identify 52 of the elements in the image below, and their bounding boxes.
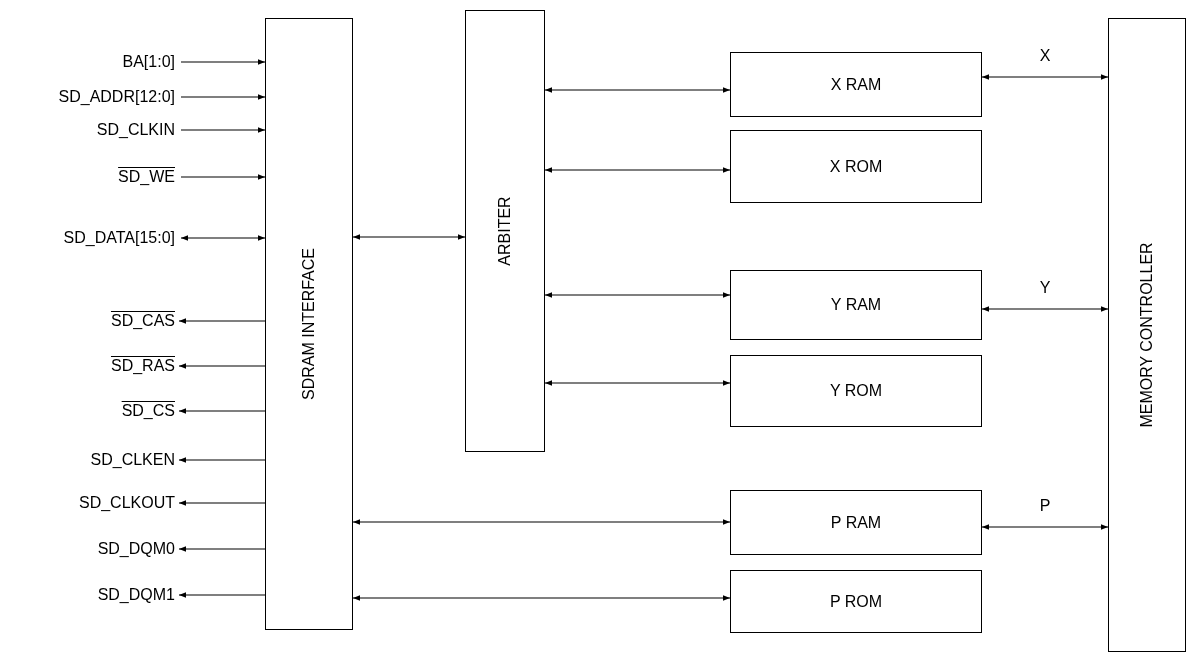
- signal-label: SD_CLKEN: [0, 450, 175, 470]
- signal-label: SD_DATA[15:0]: [0, 228, 175, 248]
- signal-label: SD_CLKIN: [0, 120, 175, 140]
- block-label: ARBITER: [496, 196, 514, 266]
- connector-arrow: [178, 500, 266, 506]
- connector-arrow: [178, 546, 266, 552]
- signal-label: SD_CAS: [0, 311, 175, 331]
- signal-label: SD_CS: [0, 401, 175, 421]
- block-label: P RAM: [830, 513, 882, 532]
- connector-arrow: [352, 234, 466, 240]
- block-box: [730, 270, 982, 340]
- block-box: [730, 52, 982, 117]
- connector-arrow: [178, 318, 266, 324]
- signal-label: BA[1:0]: [0, 52, 175, 72]
- connector-arrow: [178, 408, 266, 414]
- block-label: X RAM: [830, 75, 882, 94]
- connector-arrow: [352, 595, 731, 601]
- connector-arrow: [180, 174, 266, 180]
- connector-arrow: [178, 592, 266, 598]
- signal-label: SD_RAS: [0, 356, 175, 376]
- signal-label: SD_DQM1: [0, 585, 175, 605]
- signal-label: SD_CLKOUT: [0, 493, 175, 513]
- connector-arrow: [178, 363, 266, 369]
- connector-arrow: [981, 74, 1109, 80]
- block-box: [265, 18, 353, 630]
- block-label: X ROM: [829, 157, 883, 176]
- block-label: Y RAM: [830, 296, 882, 314]
- block-box: [1108, 18, 1186, 652]
- connector-arrow: [180, 59, 266, 65]
- block-label: SDRAM INTERFACE: [300, 248, 318, 400]
- block-box: [730, 490, 982, 555]
- connector-arrow: [981, 306, 1109, 312]
- block-label: P ROM: [829, 592, 883, 611]
- block-box: [465, 10, 545, 452]
- signal-label: SD_DQM0: [0, 539, 175, 559]
- connector-arrow: [544, 292, 731, 298]
- block-label: Y ROM: [829, 382, 883, 400]
- block-box: [730, 355, 982, 427]
- connector-arrow: [180, 94, 266, 100]
- connector-arrow: [981, 524, 1109, 530]
- signal-label: SD_ADDR[12:0]: [0, 87, 175, 107]
- block-box: [730, 130, 982, 203]
- connector-arrow: [544, 87, 731, 93]
- connector-arrow: [544, 167, 731, 173]
- connector-arrow: [178, 457, 266, 463]
- connector-arrow: [544, 380, 731, 386]
- block-box: [730, 570, 982, 633]
- block-label: MEMORY CONTROLLER: [1138, 242, 1156, 428]
- connector-arrow: [352, 519, 731, 525]
- connector-arrow: [180, 127, 266, 133]
- connector-arrow: [180, 235, 266, 241]
- signal-label: SD_WE: [0, 167, 175, 187]
